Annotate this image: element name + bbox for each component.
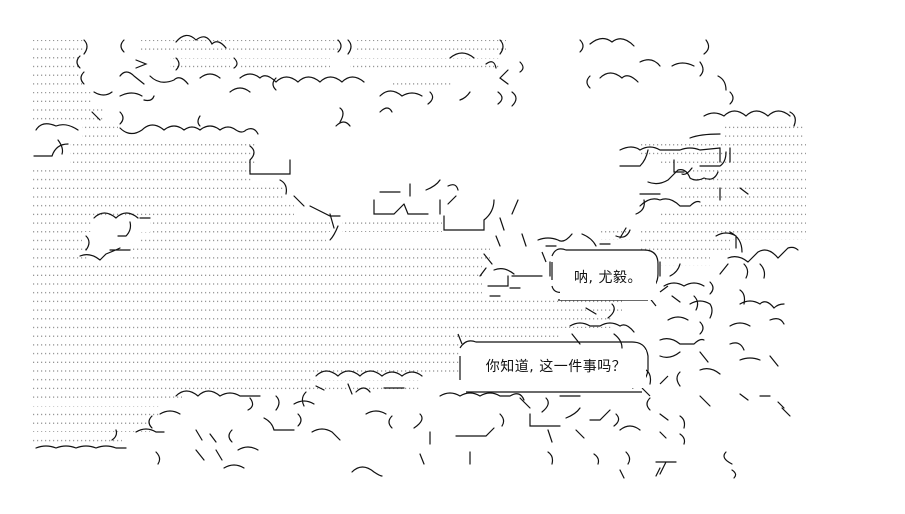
dotted-area-left-field — [32, 140, 622, 444]
cloud-outlines — [33, 34, 799, 479]
dotted-area-right-field — [600, 126, 806, 266]
speech-bubble-left-text: 你知道, 这一件事吗？ — [466, 350, 646, 388]
speech-bubble-right-text: 呐, 尤毅。 — [560, 264, 656, 300]
dotted-area-top-left — [32, 40, 506, 138]
